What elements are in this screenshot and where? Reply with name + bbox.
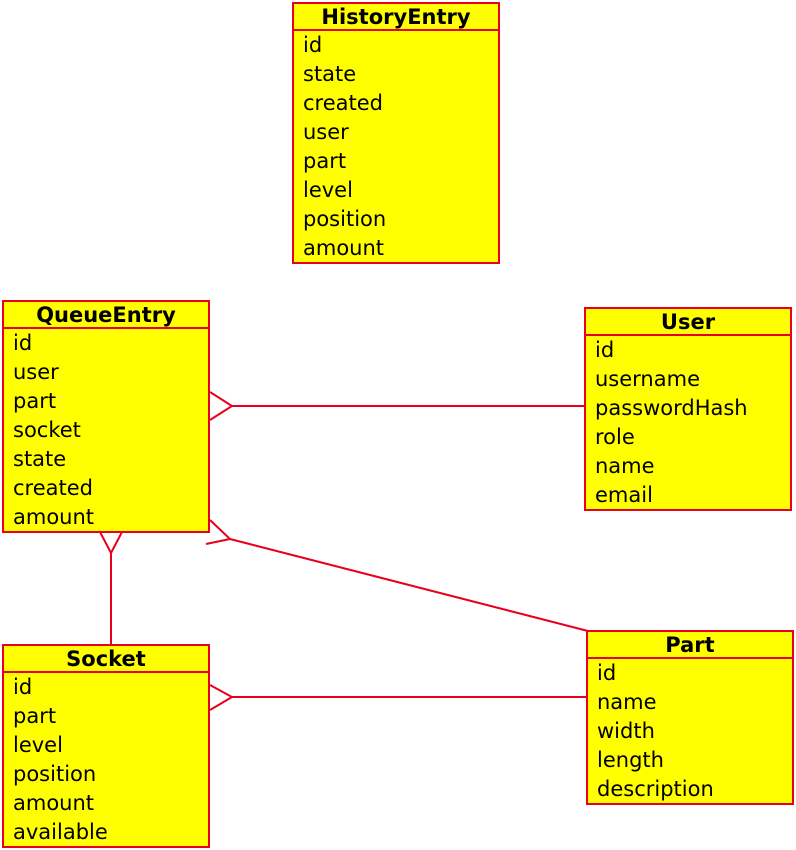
attribute-item: available	[13, 820, 108, 844]
attribute-item: amount	[303, 236, 385, 260]
attribute-item: email	[595, 483, 653, 507]
attribute-item: state	[303, 62, 357, 86]
attribute-item: socket	[13, 418, 81, 442]
attribute-item: created	[13, 476, 93, 500]
attribute-item: amount	[13, 505, 95, 529]
attribute-item: part	[13, 389, 57, 413]
relation-user-queueentry	[209, 391, 585, 421]
relation-part-queueentry	[205, 519, 589, 632]
entity-queue-entry[interactable]: QueueEntry id user part socket state cre…	[2, 300, 210, 533]
entity-part[interactable]: Part id name width length description	[586, 630, 794, 805]
attribute-item: id	[13, 675, 33, 699]
attribute-item: username	[595, 367, 700, 391]
attribute-item: level	[13, 733, 63, 757]
attribute-item: id	[595, 338, 615, 362]
attribute-item: id	[303, 33, 323, 57]
entity-title: HistoryEntry	[294, 4, 498, 31]
relation-socket-queueentry	[99, 531, 123, 645]
attribute-item: state	[13, 447, 67, 471]
attribute-item: user	[303, 120, 349, 144]
attribute-item: description	[597, 777, 714, 801]
attribute-list: id state created user part level positio…	[294, 31, 498, 263]
attribute-item: id	[597, 661, 617, 685]
attribute-item: name	[595, 454, 655, 478]
attribute-item: length	[597, 748, 664, 772]
attribute-list: id name width length description	[588, 659, 792, 804]
attribute-item: role	[595, 425, 635, 449]
attribute-item: level	[303, 178, 353, 202]
entity-user[interactable]: User id username passwordHash role name …	[584, 307, 792, 511]
attribute-item: id	[13, 331, 33, 355]
entity-title: User	[586, 309, 790, 336]
attribute-item: passwordHash	[595, 396, 748, 420]
attribute-item: name	[597, 690, 657, 714]
entity-title: Part	[588, 632, 792, 659]
attribute-list: id username passwordHash role name email	[586, 336, 790, 510]
entity-history-entry[interactable]: HistoryEntry id state created user part …	[292, 2, 500, 264]
entity-socket[interactable]: Socket id part level position amount ava…	[2, 644, 210, 848]
attribute-list: id part level position amount available	[4, 673, 208, 847]
relation-part-socket	[209, 684, 587, 711]
attribute-list: id user part socket state created amount	[4, 329, 208, 532]
attribute-item: position	[13, 762, 97, 786]
attribute-item: part	[303, 149, 347, 173]
attribute-item: created	[303, 91, 383, 115]
attribute-item: user	[13, 360, 59, 384]
attribute-item: amount	[13, 791, 95, 815]
entity-title: QueueEntry	[4, 302, 208, 329]
attribute-item: position	[303, 207, 387, 231]
attribute-item: width	[597, 719, 655, 743]
attribute-item: part	[13, 704, 57, 728]
entity-title: Socket	[4, 646, 208, 673]
